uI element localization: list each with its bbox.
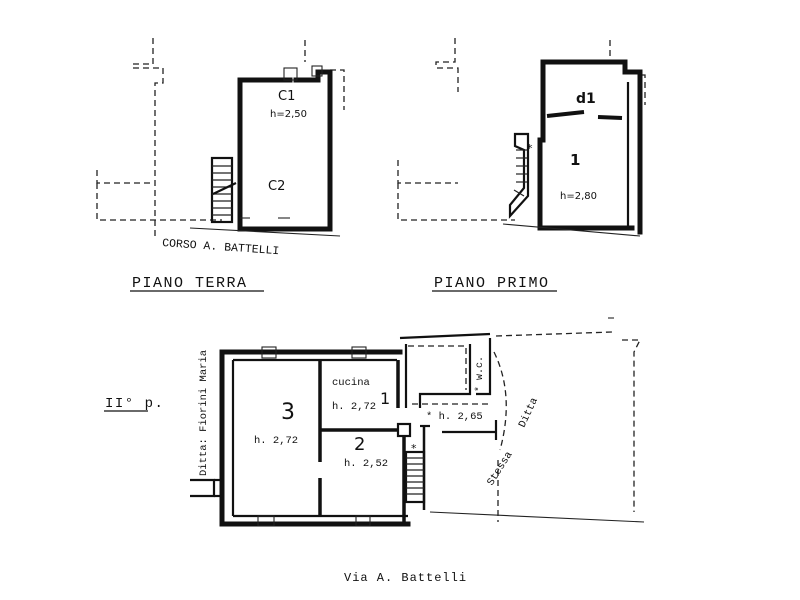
second-dashed-top xyxy=(495,331,613,337)
first-street-front xyxy=(502,223,641,237)
ground-chimney xyxy=(311,65,323,77)
second-dashed-arc xyxy=(493,351,507,451)
ground-floor-plan: C1 h=2,50 C2 CORSO A. BATTELLI PIANO TER… xyxy=(96,38,345,292)
second-wc-label: * w.c. xyxy=(474,356,486,392)
ground-room-c1-height: h=2,50 xyxy=(270,109,307,120)
second-window-2 xyxy=(351,346,367,359)
second-dashed-room xyxy=(408,345,467,390)
first-star: * xyxy=(527,142,533,155)
first-neighbor-left xyxy=(397,160,458,184)
first-partition-right xyxy=(597,115,623,120)
second-floor-plan: 3 h. 2,72 cucina h. 2,72 1 2 h. 2,52 * h… xyxy=(104,317,645,585)
second-corridor-height: * h. 2,65 xyxy=(426,411,483,423)
first-staircase xyxy=(508,132,530,219)
second-room-3-number: 3 xyxy=(281,400,295,425)
ground-wall-main xyxy=(237,79,333,232)
first-stair-treads xyxy=(513,149,527,197)
ground-staircase xyxy=(210,156,234,224)
second-kitchen-number: 1 xyxy=(380,389,390,408)
second-neighbor-left-wall xyxy=(190,478,216,498)
ground-neighbor-right xyxy=(330,69,345,110)
ground-wall-top-right xyxy=(293,69,333,232)
ground-window xyxy=(283,67,298,81)
second-staircase xyxy=(404,450,426,504)
ground-neighbor-left-outline xyxy=(132,38,164,236)
ground-street-front xyxy=(189,227,341,237)
second-stair-star: * xyxy=(411,442,417,455)
first-wall-left-lower xyxy=(537,137,635,231)
first-floor-plan: * d1 1 h=2,80 PIANO PRIMO xyxy=(397,38,646,292)
first-street-line xyxy=(397,183,515,221)
second-neighbor-right-label: Ditta xyxy=(517,396,541,430)
first-room-1-label: 1 xyxy=(570,151,580,169)
first-neighbor-left-top xyxy=(435,38,459,92)
second-wc-wall-right xyxy=(476,338,492,396)
first-room-1-height: h=2,80 xyxy=(560,191,597,202)
second-wall-outer-left-bottom xyxy=(219,349,411,527)
second-street-label: Via A. Battelli xyxy=(344,571,467,585)
second-room-2-height: h. 2,52 xyxy=(344,458,388,470)
second-pillar xyxy=(396,422,412,438)
second-window-3 xyxy=(257,515,275,527)
second-neighbor-right-label-2: Stessa xyxy=(485,450,515,488)
second-floor-title: II° p. xyxy=(105,396,164,412)
second-kitchen-label: cucina xyxy=(332,377,370,389)
first-floor-title: PIANO PRIMO xyxy=(434,275,550,292)
ground-floor-title: PIANO TERRA xyxy=(132,275,248,292)
ground-room-c1-label: C1 xyxy=(278,89,295,104)
first-wall-top-right xyxy=(540,59,643,235)
ground-street-line xyxy=(96,183,222,221)
first-neighbor-right xyxy=(642,74,646,105)
ground-stair-arrow xyxy=(212,182,237,195)
ground-room-c2-label: C2 xyxy=(268,179,285,194)
second-window-4 xyxy=(355,515,371,527)
second-window-1 xyxy=(261,346,277,359)
second-street-front xyxy=(429,511,645,523)
second-dashed-right xyxy=(622,339,642,512)
second-stair-treads xyxy=(406,457,424,495)
second-kitchen-height: h. 2,72 xyxy=(332,401,376,413)
second-room-3-height: h. 2,72 xyxy=(254,435,298,447)
first-partition-left xyxy=(546,110,585,118)
second-roof-line xyxy=(399,332,491,340)
ground-street-label: CORSO A. BATTELLI xyxy=(162,237,280,258)
first-room-d1-label: d1 xyxy=(576,91,596,107)
ground-stair-treads xyxy=(212,165,232,216)
second-room-2-number: 2 xyxy=(354,434,365,455)
second-neighbor-left-label: Ditta: Fiorini Maria xyxy=(198,350,210,476)
second-wc-wall xyxy=(418,344,472,408)
ground-neighbor-left-outline-2 xyxy=(96,170,150,184)
